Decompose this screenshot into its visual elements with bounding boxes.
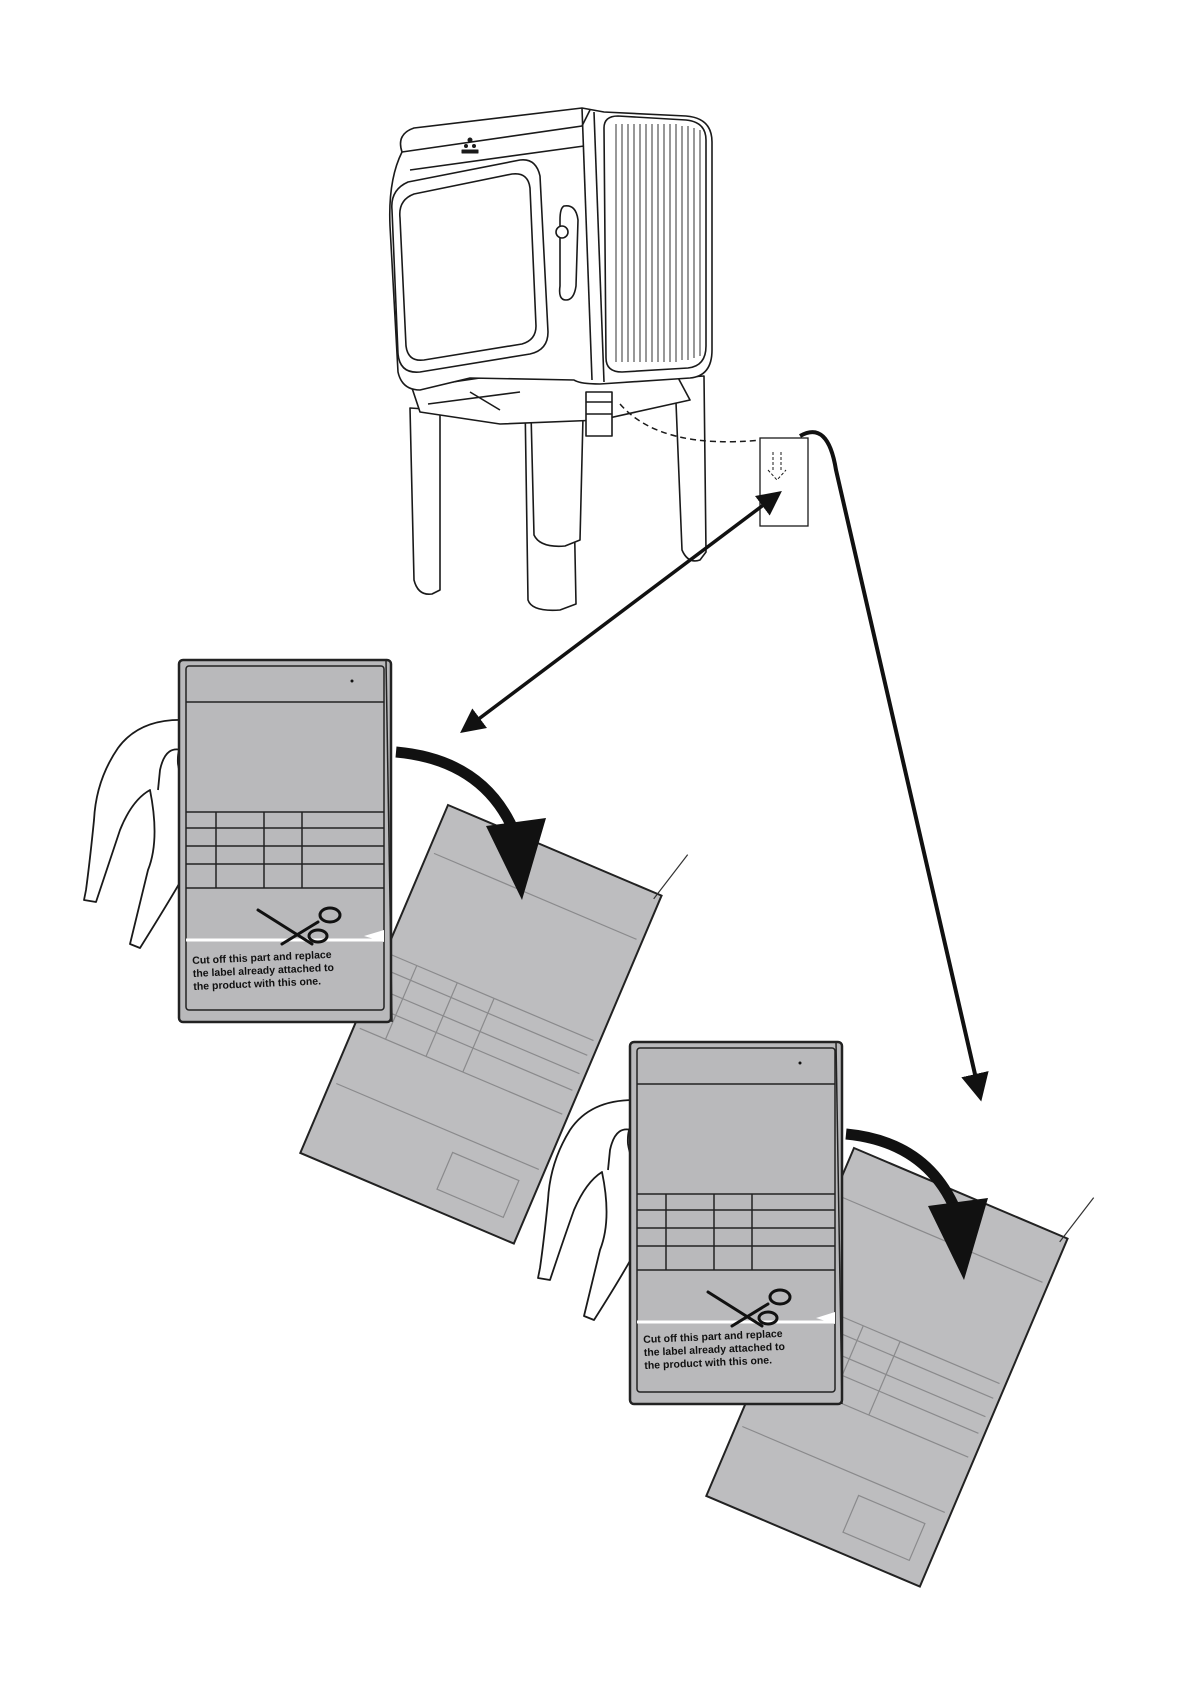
cut-instruction-2: Cut off this part and replace the label … bbox=[643, 1328, 786, 1373]
cut-instruction-1: Cut off this part and replace the label … bbox=[192, 949, 335, 994]
label-set-2 bbox=[538, 1042, 1094, 1590]
stove-leg-back-left bbox=[410, 408, 440, 594]
double-arrow-connector bbox=[464, 494, 778, 730]
label-location-box bbox=[760, 438, 808, 526]
stove-handle bbox=[560, 206, 578, 300]
stove-leg-right bbox=[675, 376, 706, 561]
stove-door-window bbox=[400, 174, 536, 360]
long-arrow-connector bbox=[800, 432, 980, 1096]
stove-side-panel bbox=[604, 116, 706, 372]
